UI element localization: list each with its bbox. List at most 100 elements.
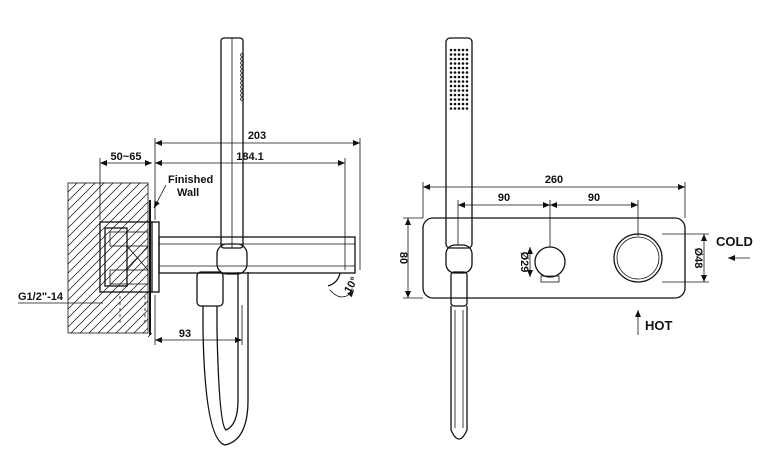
- nozzle-dot: [457, 89, 461, 92]
- nozzle-dot: [457, 75, 461, 79]
- small-knob[interactable]: [534, 246, 566, 283]
- nozzle-dot: [449, 102, 453, 106]
- front-view: 260 90 90 80 Ø29 Ø48 COLD HOT: [397, 37, 753, 440]
- hatch-line: [67, 246, 149, 328]
- nozzle-dot: [240, 73, 244, 77]
- nozzle-dot: [240, 53, 244, 57]
- label-wall: Wall: [177, 187, 199, 199]
- hatch-line: [67, 210, 149, 292]
- hatch-line: [67, 182, 123, 238]
- nozzle-dot: [453, 80, 457, 83]
- nozzle-dot: [465, 75, 469, 79]
- nozzle-dot: [449, 75, 453, 79]
- nozzle-dot: [457, 48, 461, 52]
- nozzle-dot: [465, 107, 469, 110]
- nozzle-dot: [457, 57, 461, 61]
- hand-shower-front: [445, 37, 473, 440]
- nozzle-dot: [453, 57, 457, 61]
- label-angle: 10°: [342, 275, 361, 295]
- nozzle-dot: [457, 102, 461, 106]
- hatch-line: [67, 182, 114, 229]
- nozzle-dot: [240, 77, 244, 81]
- nozzle-dot: [453, 71, 457, 74]
- nozzle-dot: [453, 66, 457, 70]
- nozzle-dot: [240, 93, 244, 97]
- label-finished: Finished: [168, 174, 213, 186]
- nozzle-dot: [240, 81, 244, 85]
- dim-left-spacing: 90: [498, 192, 510, 204]
- label-hot: HOT: [645, 318, 673, 333]
- nozzle-dot: [457, 93, 461, 97]
- hatch-line: [67, 182, 78, 193]
- nozzle-dot: [449, 57, 453, 61]
- nozzle-dot: [465, 62, 469, 65]
- nozzle-dot: [453, 84, 457, 88]
- nozzle-dot: [453, 48, 457, 52]
- hatch-line: [67, 192, 149, 274]
- nozzle-dot: [465, 89, 469, 92]
- nozzle-dot: [449, 93, 453, 97]
- hatch-line: [67, 219, 149, 301]
- nozzle-dot: [240, 69, 244, 73]
- nozzle-dot: [240, 89, 244, 93]
- side-dimensions: [18, 138, 361, 345]
- dim-large-knob: Ø48: [692, 248, 704, 269]
- hatch-line: [88, 273, 149, 334]
- nozzle-dot: [465, 57, 469, 61]
- hatch-line: [67, 228, 149, 310]
- nozzle-dot: [240, 97, 244, 101]
- valve-body: [99, 221, 153, 325]
- nozzle-dot: [461, 102, 465, 106]
- dim-hose-offset: 93: [179, 328, 191, 340]
- side-view: 203 184.1 50~65 93 Finished Wall G1/2"-1…: [18, 37, 361, 446]
- hatch-line: [67, 237, 149, 319]
- nozzle-dot: [453, 93, 457, 97]
- hatch-line: [115, 300, 149, 334]
- nozzle-dot: [461, 93, 465, 97]
- nozzle-dot: [465, 48, 469, 52]
- nozzle-dot: [465, 93, 469, 97]
- label-thread: G1/2"-14: [18, 291, 64, 303]
- nozzle-dot: [465, 53, 469, 56]
- nozzle-dot: [461, 107, 465, 110]
- nozzle-dot: [453, 53, 457, 56]
- nozzle-dot: [465, 71, 469, 74]
- large-knob[interactable]: [613, 230, 663, 283]
- nozzle-dot: [449, 98, 453, 101]
- nozzle-dot: [449, 62, 453, 65]
- hatch-line: [106, 291, 149, 334]
- nozzle-dot: [449, 89, 453, 92]
- nozzle-dot: [240, 65, 244, 69]
- hatch-line: [97, 282, 149, 334]
- nozzle-dot: [461, 89, 465, 92]
- nozzle-dot: [461, 57, 465, 61]
- nozzle-dot: [449, 80, 453, 83]
- nozzle-dot: [461, 66, 465, 70]
- nozzle-dot: [240, 85, 244, 89]
- hatch-line: [67, 182, 141, 256]
- dim-width: 260: [545, 174, 563, 186]
- nozzle-dot: [457, 66, 461, 70]
- hatch-line: [67, 183, 149, 265]
- dim-wall-depth: 50~65: [111, 151, 142, 163]
- hatch-line: [67, 182, 96, 211]
- hose-outlet: [196, 271, 249, 446]
- nozzle-dot: [457, 53, 461, 56]
- nozzle-dot: [461, 53, 465, 56]
- nozzle-dot: [453, 89, 457, 92]
- nozzle-dot: [449, 84, 453, 88]
- nozzle-dot: [461, 75, 465, 79]
- nozzle-dot: [449, 107, 453, 110]
- nozzle-dot: [465, 102, 469, 106]
- hatch-line: [67, 182, 87, 202]
- hatch-line: [70, 255, 149, 334]
- nozzle-dot: [453, 107, 457, 110]
- back-plate: [422, 217, 686, 299]
- nozzle-dot: [465, 98, 469, 101]
- dim-overall: 203: [248, 130, 266, 142]
- hatch-line: [124, 309, 149, 334]
- nozzle-dot: [457, 80, 461, 83]
- nozzle-dot: [453, 98, 457, 101]
- hatch-line: [67, 182, 105, 220]
